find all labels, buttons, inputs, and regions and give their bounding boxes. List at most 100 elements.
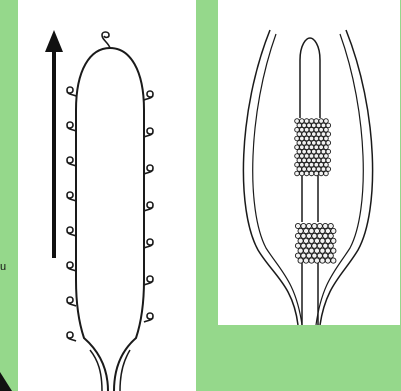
band-dot [304, 119, 309, 124]
band-dot [320, 238, 325, 243]
band-dot [314, 119, 319, 124]
band-dot [307, 167, 312, 172]
band-dot [319, 162, 324, 167]
band-dot [326, 132, 331, 137]
band-dot [301, 233, 306, 238]
band-dot [326, 149, 331, 154]
spathe-drawing [218, 0, 400, 325]
band-dot [312, 233, 317, 238]
coil-hair [144, 165, 153, 174]
band-dot [324, 171, 329, 176]
band-dot [302, 141, 307, 146]
band-dot [325, 238, 330, 243]
coil-hair [67, 157, 76, 166]
band-dot [300, 154, 305, 159]
band-dot [295, 171, 300, 176]
band-dot [319, 171, 324, 176]
band-dot [328, 243, 333, 248]
band-dot [316, 167, 321, 172]
band-dot [312, 253, 317, 258]
band-dot [301, 243, 306, 248]
band-dot [314, 248, 319, 253]
band-dot [324, 162, 329, 167]
band-dot [302, 132, 307, 137]
band-dot [320, 258, 325, 263]
right-panel [218, 0, 400, 325]
band-dot [320, 248, 325, 253]
band-dot [309, 154, 314, 159]
band-dot [300, 119, 305, 124]
band-dot [304, 171, 309, 176]
band-dot [295, 136, 300, 141]
band-dot [304, 127, 309, 132]
band-dot [323, 223, 328, 228]
band-dot [328, 223, 333, 228]
band-dot [314, 171, 319, 176]
band-dot [309, 145, 314, 150]
coil-hair [67, 297, 76, 306]
corner-wedge [0, 372, 12, 391]
band-dot [298, 248, 303, 253]
coil-hair [144, 91, 153, 100]
band-dot [306, 253, 311, 258]
band-dot [314, 127, 319, 132]
band-dot [298, 258, 303, 263]
left-panel: u [18, 0, 196, 391]
band-dot [301, 253, 306, 258]
band-dot [325, 248, 330, 253]
band-dot [307, 141, 312, 146]
band-dot [323, 233, 328, 238]
band-dot [300, 127, 305, 132]
band-dot [295, 119, 300, 124]
band-dot [307, 123, 312, 128]
band-dot [324, 136, 329, 141]
band-dot [314, 258, 319, 263]
band-dot [311, 132, 316, 137]
band-dot [324, 119, 329, 124]
band-dot [304, 154, 309, 159]
upward-arrow [45, 30, 63, 258]
band-dot [326, 123, 331, 128]
band-dot [324, 145, 329, 150]
band-dot [303, 228, 308, 233]
coil-hair [144, 239, 153, 248]
band-dot [311, 141, 316, 146]
spathe-left-outline [243, 30, 298, 325]
band-dot [295, 127, 300, 132]
band-dot [314, 162, 319, 167]
band-dot [323, 243, 328, 248]
band-dot [295, 145, 300, 150]
band-dot [317, 233, 322, 238]
band-dot [316, 141, 321, 146]
band-dot [331, 258, 336, 263]
coil-hair [144, 202, 153, 211]
band-dot [319, 127, 324, 132]
band-dot [306, 223, 311, 228]
spadix-outline [76, 48, 144, 391]
band-dot [311, 167, 316, 172]
band-dot [324, 154, 329, 159]
band-dot [304, 145, 309, 150]
band-dot [307, 132, 312, 137]
band-dot [326, 141, 331, 146]
band-dot [297, 141, 302, 146]
band-dot [300, 145, 305, 150]
band-dot [297, 167, 302, 172]
band-dot [321, 123, 326, 128]
band-dot [328, 253, 333, 258]
band-dot [309, 136, 314, 141]
band-dot [311, 123, 316, 128]
band-dot [314, 145, 319, 150]
band-dot [302, 123, 307, 128]
band-dot [295, 233, 300, 238]
band-dot [312, 243, 317, 248]
band-dot [328, 233, 333, 238]
band-dot [312, 223, 317, 228]
coil-hair [144, 128, 153, 137]
band-dot [298, 238, 303, 243]
band-dot [317, 253, 322, 258]
band-dot [309, 162, 314, 167]
band-dot [302, 167, 307, 172]
band-dot [306, 233, 311, 238]
band-dot [302, 158, 307, 163]
